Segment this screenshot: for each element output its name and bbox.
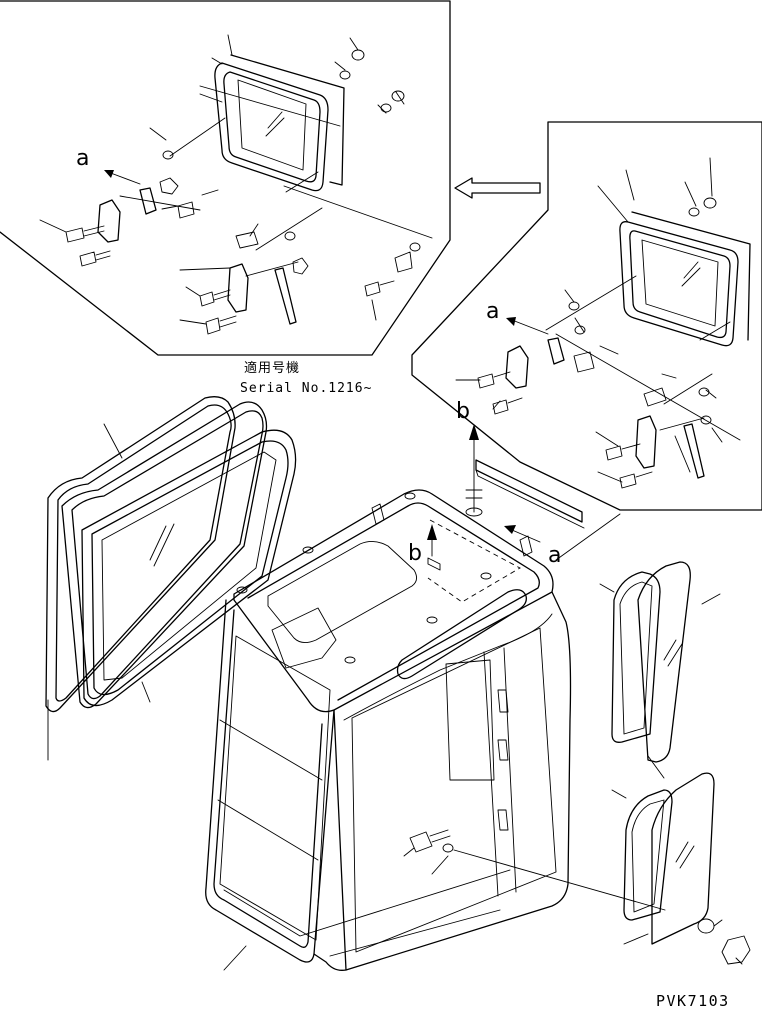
cab-frame: b a [205, 489, 666, 971]
applicability-label: 適用号機 [244, 360, 300, 376]
rail-detail: b [456, 399, 585, 529]
diagram-code: PVK7103 [656, 992, 730, 1010]
callout-b-lower: b [408, 541, 422, 566]
callout-a-lower: a [548, 543, 561, 568]
callout-b-upper: b [456, 399, 470, 424]
callout-a-right: a [486, 299, 499, 324]
serial-number-label: Serial No.1216~ [240, 381, 372, 396]
detail-box-serial [0, 0, 451, 356]
detail-box-standard [411, 121, 762, 511]
side-glass-panels [599, 561, 751, 965]
front-window-glass [45, 396, 297, 761]
callout-a-upper: a [76, 146, 89, 171]
arrow-left-icon [454, 177, 541, 199]
